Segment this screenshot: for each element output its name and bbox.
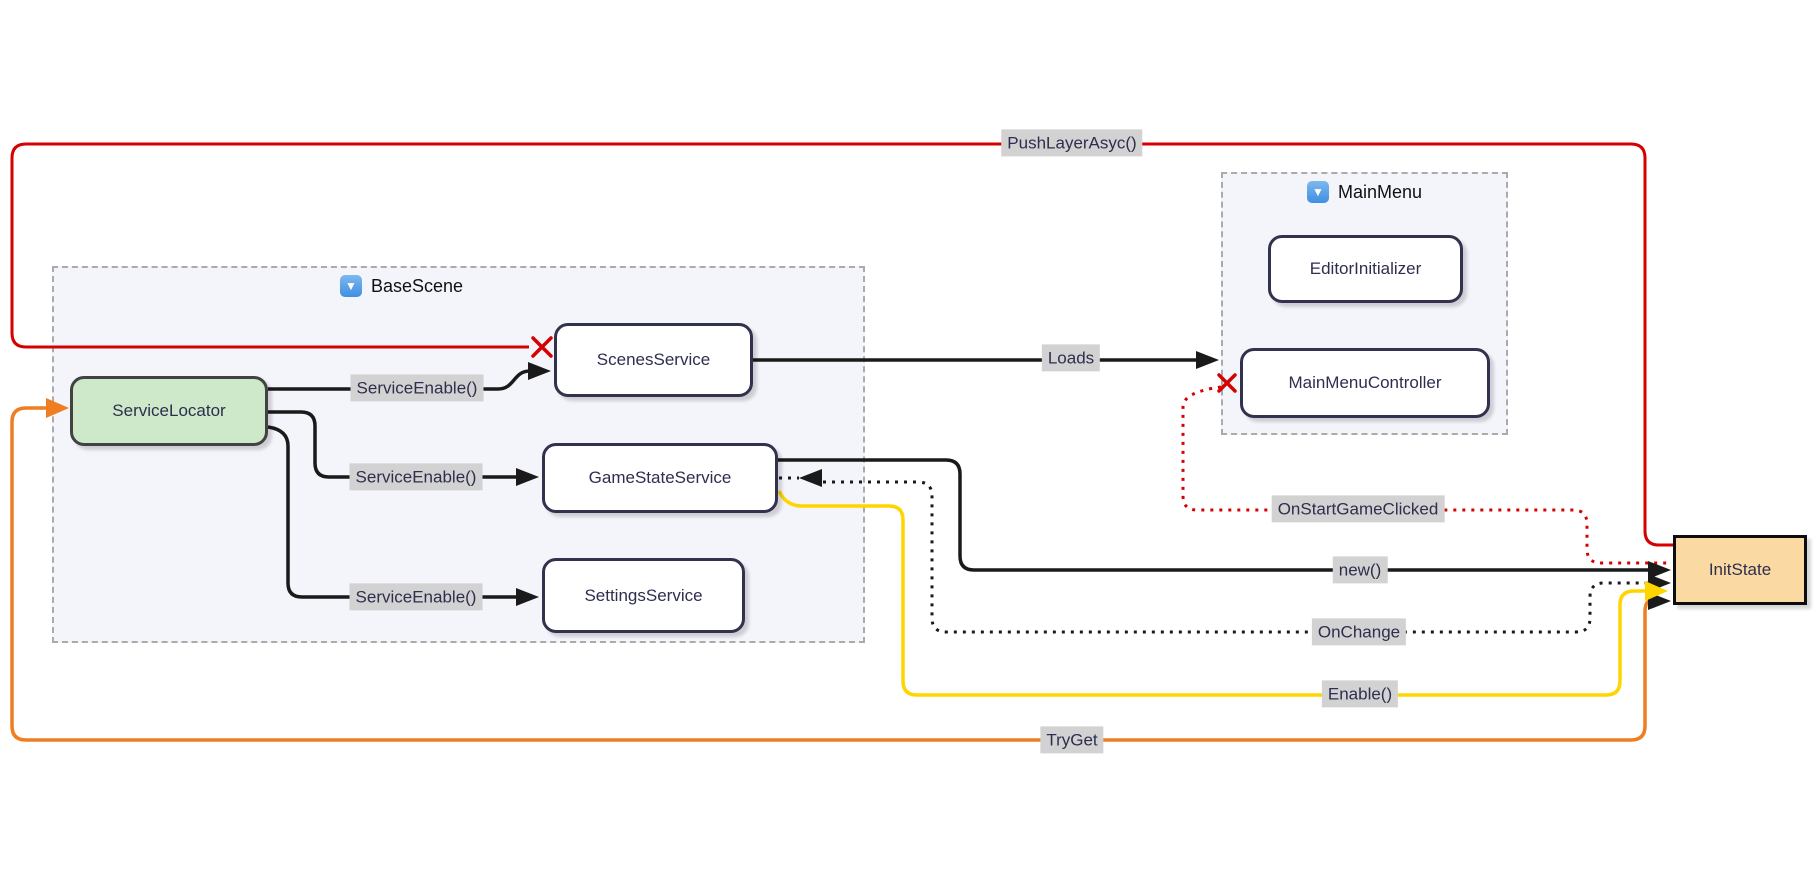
- edge-label-loads: Loads: [1041, 344, 1101, 372]
- arrowhead-icon: [46, 398, 69, 418]
- cross-terminator-icon: [1217, 373, 1237, 393]
- cross-terminator-icon: [531, 336, 553, 358]
- subgraph-basescene-label: BaseScene: [371, 275, 464, 296]
- node-servicelocator: ServiceLocator: [70, 376, 268, 446]
- edge-onstartgameclicked-path: [1181, 385, 1668, 565]
- edge-label-serviceenable-1: ServiceEnable(): [350, 374, 484, 402]
- node-settingsservice: SettingsService: [542, 558, 745, 633]
- node-scenesservice: ScenesService: [554, 323, 753, 397]
- arrowhead-icon: [516, 468, 539, 486]
- subgraph-mainmenu-title: ▼ MainMenu: [1307, 181, 1422, 203]
- node-mainmenucontroller: MainMenuController: [1240, 348, 1490, 418]
- edge-serviceenable1-path: [268, 369, 531, 391]
- arrowhead-icon: [516, 588, 539, 606]
- edge-tryget-path: [10, 406, 1652, 742]
- edge-label-serviceenable-3: ServiceEnable(): [349, 583, 483, 611]
- edge-label-tryget: TryGet: [1040, 726, 1104, 754]
- edge-label-onchange: OnChange: [1311, 618, 1407, 646]
- edge-label-new: new(): [1332, 556, 1388, 584]
- arrowhead-icon: [1648, 561, 1671, 579]
- node-gamestateservice: GameStateService: [542, 443, 778, 513]
- arrowhead-icon: [1645, 581, 1668, 601]
- edge-new-path: [778, 458, 1650, 572]
- edge-onchange-path: [823, 480, 1650, 634]
- edge-serviceenable2-path: [268, 410, 518, 479]
- edge-enable-path: [777, 490, 1646, 697]
- node-initstate: InitState: [1673, 535, 1807, 605]
- collapse-down-icon[interactable]: ▼: [340, 275, 362, 297]
- collapse-down-icon[interactable]: ▼: [1307, 181, 1329, 203]
- edge-label-serviceenable-2: ServiceEnable(): [349, 463, 483, 491]
- arrowhead-icon: [528, 362, 551, 380]
- arrowhead-icon: [1196, 351, 1219, 369]
- edge-label-enable: Enable(): [1321, 680, 1399, 708]
- edge-label-pushlayerasyc: PushLayerAsyc(): [1001, 129, 1143, 157]
- subgraph-basescene-title: ▼ BaseScene: [340, 275, 463, 297]
- edge-pushlayerasyc-path: [10, 142, 1673, 547]
- arrowhead-icon: [799, 469, 822, 487]
- edge-label-onstartgameclicked: OnStartGameClicked: [1271, 495, 1445, 523]
- edge-serviceenable3-path: [267, 425, 518, 599]
- node-editorinitializer: EditorInitializer: [1268, 235, 1463, 303]
- subgraph-mainmenu-label: MainMenu: [1338, 181, 1423, 202]
